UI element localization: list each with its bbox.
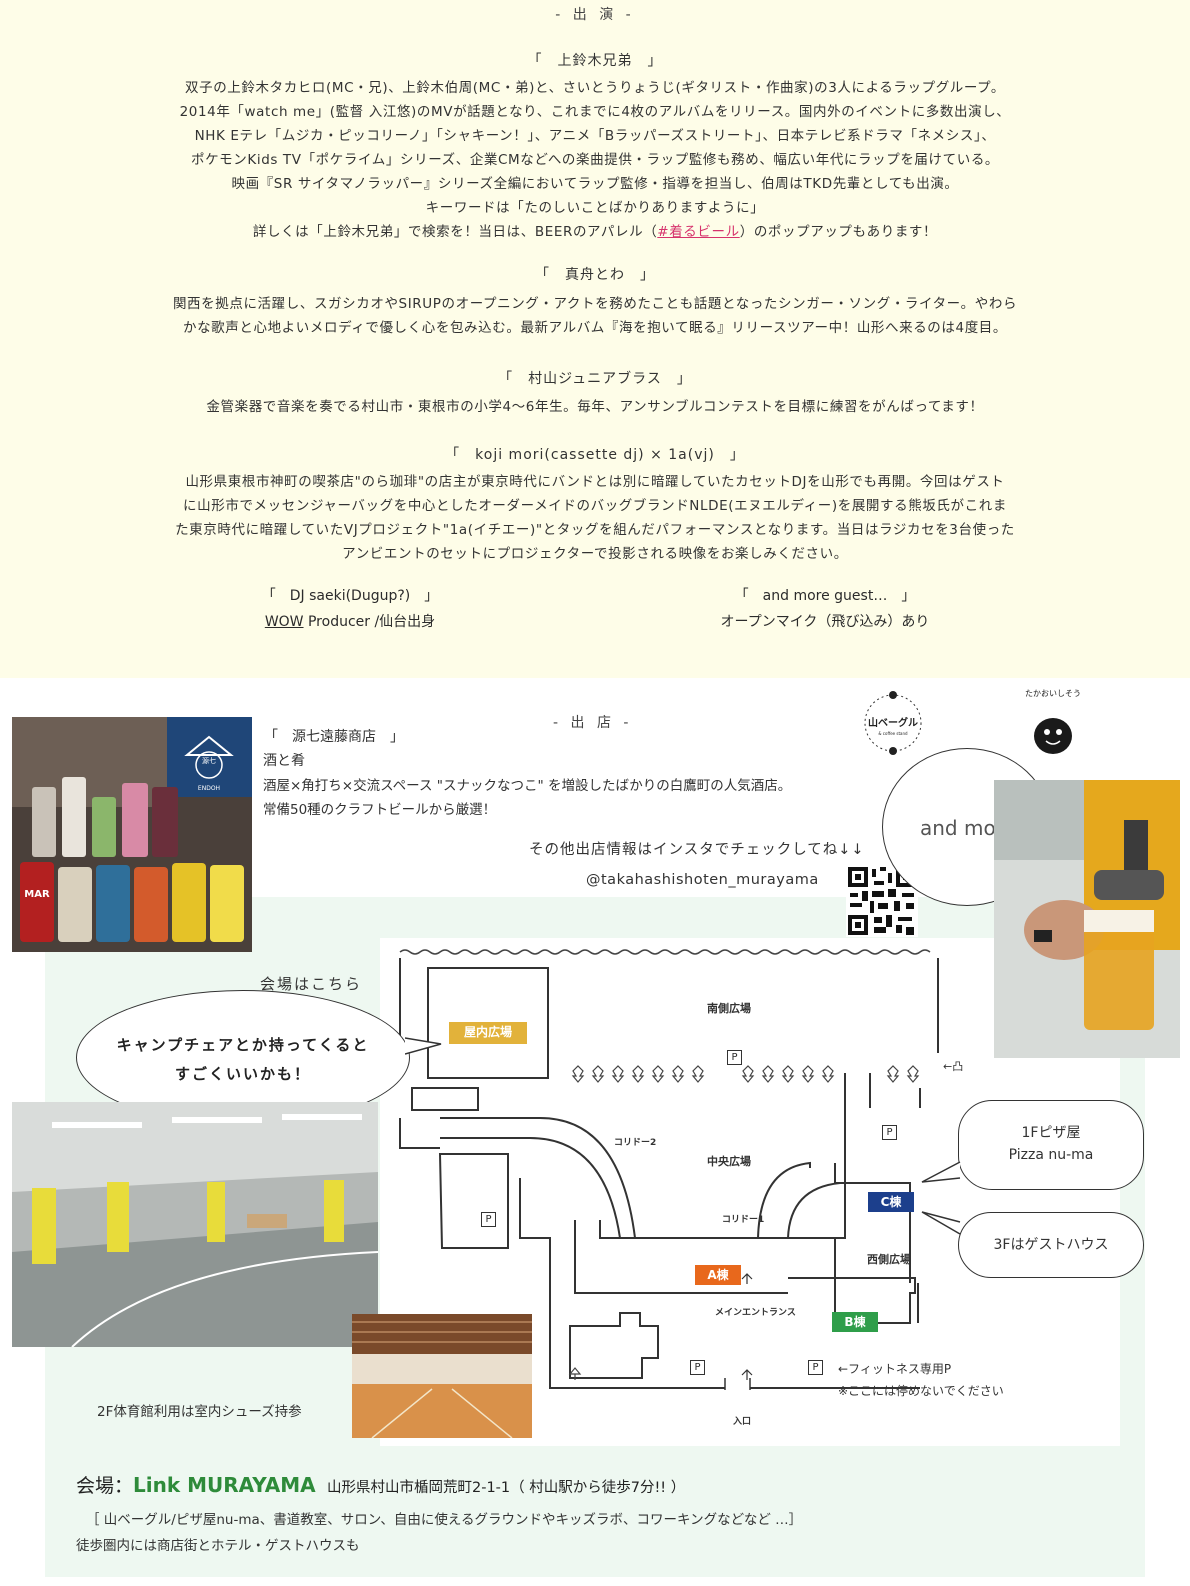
parking-icon: P — [690, 1360, 705, 1375]
venue-facilities: ［ 山ベーグル/ピザ屋nu-ma、書道教室、サロン、自由に使えるグラウンドやキッ… — [86, 1512, 803, 1528]
guesthouse-bubble-text: 3Fはゲストハウス — [993, 1237, 1109, 1253]
sign-sub: ENDOH — [198, 785, 220, 792]
performer-name: 「 DJ saeki(Dugup?) 」 — [261, 588, 439, 604]
bubble-tail — [921, 1161, 961, 1183]
performer-name: 「 上鈴木兄弟 」 — [527, 53, 663, 69]
performer-sub: オープンマイク（飛び込み）あり — [720, 614, 930, 630]
bagel-logo-sub: & coffee stand — [878, 731, 908, 736]
performer-desc-line: 関西を拠点に活躍し、スガシカオやSIRUPのオープニング・アクトを務めたことも話… — [172, 296, 1018, 312]
bubble-tail — [921, 1211, 961, 1235]
beer-cans-photo: 源七 ENDOH MAR — [12, 717, 252, 952]
fitness-parking-label: ←フィットネス専用P — [838, 1362, 952, 1376]
performer-desc-line: 山形県東根市神町の喫茶店"のら珈琲"の店主が東京時代にバンドとは別に暗躍していた… — [185, 474, 1005, 490]
central-plaza-label: 中央広場 — [707, 1155, 751, 1168]
performer-desc-line: 詳しくは「上鈴木兄弟」で検索を！当日は、BEERのアパレル（#着るビール）のポッ… — [0, 220, 1190, 240]
performer-desc-line: NHK Eテレ「ムジカ・ピッコリーノ」「シャキーン！」、アニメ「Bラッパーズスト… — [194, 128, 996, 144]
entrance-label: 入口 — [733, 1417, 752, 1427]
performer-sub-text: Producer /仙台出身 — [303, 614, 436, 630]
performer-desc-line: 金管楽器で音楽を奏でる村山市・東根市の小学4〜6年生。毎年、アンサンブルコンテス… — [206, 399, 984, 415]
performer-desc-line: アンビエントのセットにプロジェクターで投影される映像をお楽しみください。 — [342, 546, 848, 562]
performer-desc-line: に山形市でメッセンジャーバッグを中心としたオーダーメイドのバッグブランドNLDE… — [183, 498, 1007, 514]
mascot-logo-text: たかおいしそう — [1025, 689, 1081, 698]
performer-desc-line: キーワードは「たのしいことばかりありますように」 — [425, 200, 765, 216]
building-c: C棟 — [868, 1192, 914, 1212]
can-label: MAR — [24, 889, 50, 900]
indoor-plaza-label: 屋内広場 — [449, 1022, 527, 1044]
performer-desc-line: た東京時代に暗躍していたVJプロジェクト"1a(イチエー)"とタッグを組んだパフ… — [175, 522, 1015, 538]
shop-name: 「 源七遠藤商店 」 — [264, 729, 404, 745]
genshichi-sign — [167, 717, 252, 797]
gymnasium-image — [352, 1314, 532, 1438]
main-entrance-label: メインエントランス — [715, 1308, 796, 1318]
desc-text: 詳しくは「上鈴木兄弟」で検索を！当日は、BEERのアパレル（ — [252, 224, 658, 240]
insta-note: その他出店情報はインスタでチェックしてね↓↓ — [529, 842, 865, 858]
performers-heading: - 出 演 - — [555, 7, 635, 23]
parking-icon: P — [727, 1050, 742, 1065]
corridor1-label: コリドー1 — [722, 1215, 765, 1225]
camp-chair-line: すごくいいかも！ — [174, 1065, 311, 1083]
hashtag-link[interactable]: #着るビール — [657, 224, 740, 240]
gymnasium-photo — [352, 1314, 532, 1438]
indoor-plaza-building — [427, 967, 549, 1079]
indoor-plaza-photo — [12, 1102, 378, 1347]
performer-name: 「 and more guest… 」 — [734, 588, 916, 604]
beer-tap-photo — [994, 780, 1180, 1058]
gym-note: 2F体育館利用は室内シューズ持参 — [97, 1404, 302, 1420]
venue-label: 会場： — [76, 1475, 134, 1497]
performer-name: 「 村山ジュニアブラス 」 — [498, 371, 692, 387]
venue-name: Link MURAYAMA — [133, 1473, 316, 1497]
bagel-logo-text: 山ベーグル — [868, 716, 918, 729]
performer-name: 「 koji mori(cassette dj) × 1a(vj) 」 — [445, 447, 745, 463]
beer-cans-image: 源七 ENDOH MAR — [12, 717, 252, 952]
performer-desc-line: 双子の上鈴木タカヒロ(MC・兄)、上鈴木伯周(MC・弟)と、さいとうりょうじ(ギ… — [185, 80, 1005, 96]
no-parking-note: ※ここには停めないでください — [838, 1384, 1004, 1398]
performer-desc-line: 映画『SR サイタマノラッパー』シリーズ全編においてラップ監修・指導を担当し、伯… — [231, 176, 959, 192]
pizza-bubble — [958, 1100, 1144, 1190]
tree-row — [568, 1367, 582, 1380]
pizza-bubble-line: Pizza nu-ma — [1008, 1147, 1094, 1163]
venue-address: 山形県村山市楯岡荒町2-1-1（ 村山駅から徒歩7分!! ） — [327, 1480, 686, 1496]
performer-name: 「 真舟とわ 」 — [535, 267, 655, 283]
corridor2-label: コリドー2 — [614, 1138, 657, 1148]
entrance-arrow — [741, 1369, 753, 1380]
south-plaza-label: 南側広場 — [707, 1002, 751, 1015]
performers-section: - 出 演 - 「 上鈴木兄弟 」 双子の上鈴木タカヒロ(MC・兄)、上鈴木伯周… — [0, 0, 1190, 678]
building-b: B棟 — [832, 1312, 878, 1332]
insta-handle[interactable]: @takahashishoten_murayama — [586, 872, 819, 888]
building-a: A棟 — [695, 1265, 741, 1285]
performer-sub: WOW Producer /仙台出身 — [150, 611, 550, 631]
performer-desc-line: ポケモンKids TV「ポケライム」シリーズ、企業CMなどへの楽曲提供・ラップ監… — [190, 152, 1000, 168]
main-entrance-arrow — [741, 1273, 753, 1284]
parking-garage-image — [12, 1102, 378, 1347]
entry-arrow-label: ←凸 — [943, 1060, 964, 1073]
bagel-shop-logo: 山ベーグル & coffee stand — [858, 688, 928, 758]
venue-here-label: 会場はこちら — [260, 975, 363, 993]
venue-line: 会場：Link MURAYAMA — [76, 1471, 316, 1498]
parking-icon: P — [808, 1360, 823, 1375]
desc-text: ）のポップアップもあります！ — [739, 224, 938, 240]
west-plaza-label: 西側広場 — [867, 1253, 911, 1266]
pizza-bubble-line: 1Fピザ屋 — [1021, 1125, 1081, 1141]
beer-tap-image — [994, 780, 1180, 1058]
performer-desc-line: 2014年「watch me」(監督 入江悠)のMVが話題となり、これまでに4枚… — [179, 104, 1011, 120]
bagel-logo-icon: 山ベーグル & coffee stand — [864, 691, 922, 755]
parking-icon: P — [882, 1125, 897, 1140]
sign-label: 源七 — [202, 756, 216, 765]
trees — [571, 1065, 920, 1083]
mascot-icon: たかおいしそう — [1025, 689, 1081, 754]
shops-heading: - 出 店 - — [553, 715, 633, 731]
takaoishisou-logo: たかおいしそう — [1022, 688, 1084, 760]
venue-nearby: 徒歩圏内には商店街とホテル・ゲストハウスも — [76, 1538, 360, 1554]
shop-desc-line: 酒屋×角打ち×交流スペース "スナックなつこ" を増設したばかりの白鷹町の人気酒… — [263, 778, 792, 794]
wow-link[interactable]: WOW — [264, 614, 304, 630]
bubble-tail — [405, 1037, 442, 1055]
camp-chair-line: キャンプチェアとか持ってくると — [116, 1036, 370, 1054]
guesthouse-bubble — [958, 1212, 1144, 1278]
shop-category: 酒と肴 — [263, 753, 305, 769]
performer-desc-line: かな歌声と心地よいメロディで優しく心を包み込む。最新アルバム『海を抱いて眠る』リ… — [182, 320, 1008, 336]
shop-desc-line: 常備50種のクラフトビールから厳選！ — [263, 802, 497, 818]
parking-icon: P — [481, 1212, 496, 1227]
map-river-line — [399, 949, 931, 955]
